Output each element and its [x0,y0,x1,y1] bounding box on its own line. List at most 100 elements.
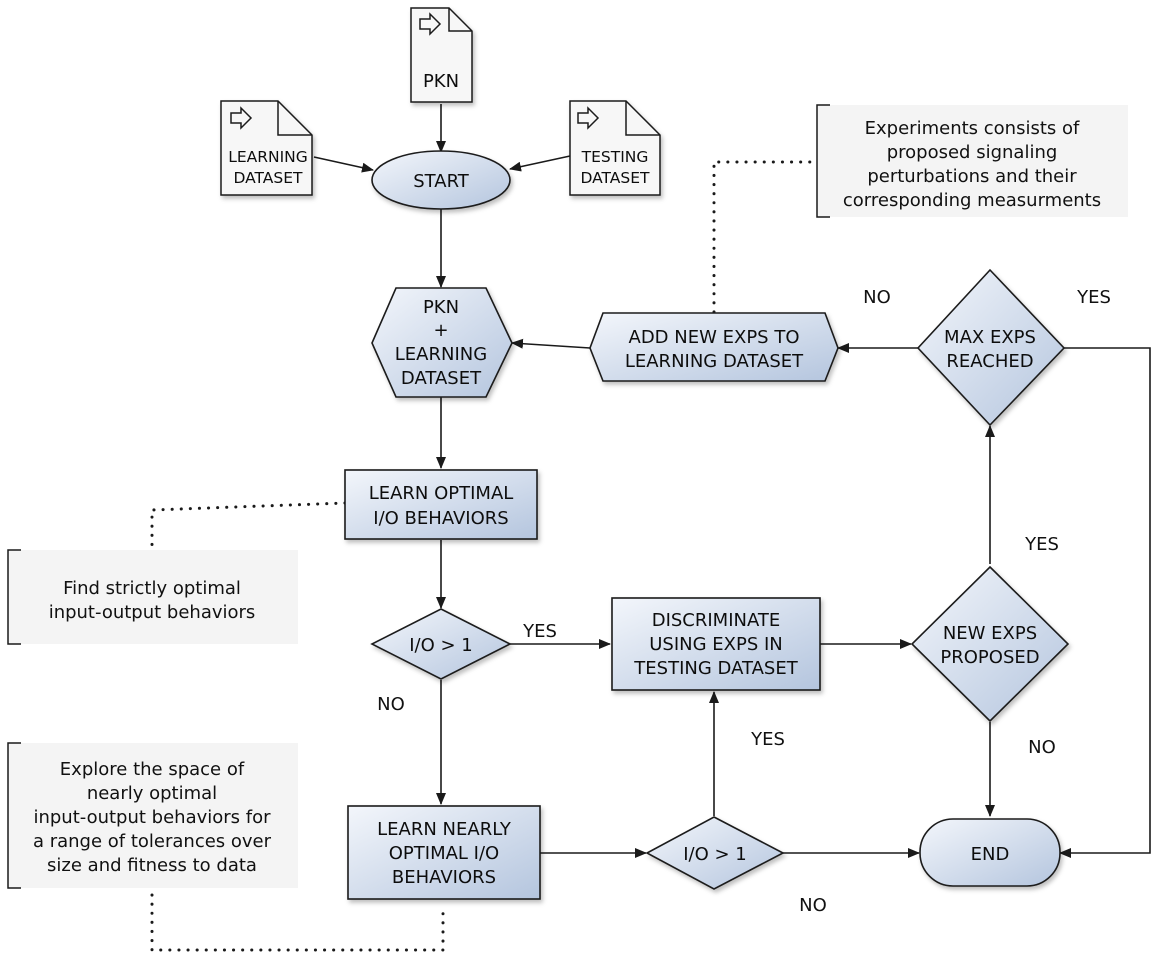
learn-nearly-line1: LEARN NEARLY [377,819,512,840]
edge-testing-to-start [509,155,571,172]
discriminate-line3: TESTING DATASET [633,658,798,679]
svg-text:TESTING DATASET: TESTING DATASET [633,658,798,679]
discriminate-node: DISCRIMINATE USING EXPS IN TESTING DATAS… [611,597,821,691]
pkn-document-label: PKN [423,71,459,92]
svg-text:perturbations and their: perturbations and their [867,166,1077,187]
svg-text:LEARNING: LEARNING [395,344,487,365]
experiments-note-line3: perturbations and their [867,166,1077,187]
svg-text:Find strictly optimal: Find strictly optimal [63,578,241,599]
svg-text:I/O BEHAVIORS: I/O BEHAVIORS [373,508,508,529]
svg-text:PROPOSED: PROPOSED [940,647,1039,668]
learn-optimal-line1: LEARN OPTIMAL [369,483,514,504]
document-arrow-icon [577,106,600,130]
svg-text:MAX EXPS: MAX EXPS [944,327,1036,348]
upper-io-yes-label: YES [522,621,557,642]
pkn-document: PKN [410,7,473,103]
max-exps-line1: MAX EXPS [944,327,1036,348]
new-exps-decision: NEW EXPS PROPOSED [910,565,1070,723]
learn-optimal-node: LEARN OPTIMAL I/O BEHAVIORS [344,469,538,540]
discriminate-line1: DISCRIMINATE [652,610,781,631]
learning-dataset-line2: DATASET [233,169,303,187]
max-exps-yes-label: YES [1076,287,1111,308]
add-exps-line2: LEARNING DATASET [625,351,804,372]
svg-text:+: + [433,320,448,341]
svg-text:ADD NEW EXPS TO: ADD NEW EXPS TO [629,327,800,348]
explore-note-link [150,893,445,952]
learning-dataset-document: LEARNING DATASET [220,100,313,196]
explore-note-line1: Explore the space of [60,759,245,780]
end-node: END [919,818,1061,887]
svg-text:BEHAVIORS: BEHAVIORS [392,867,496,888]
find-optimal-note-line2: input-output behaviors [49,602,256,623]
add-new-exps-node: ADD NEW EXPS TO LEARNING DATASET [589,312,839,382]
end-label: END [971,844,1010,865]
svg-text:input-output behaviors for: input-output behaviors for [33,807,271,828]
svg-text:PKN: PKN [423,297,459,318]
max-exps-line2: REACHED [946,351,1033,372]
svg-text:TESTING: TESTING [581,148,649,166]
pkn-learning-line3: LEARNING [395,344,487,365]
document-arrow-icon [230,106,253,130]
svg-text:proposed signaling: proposed signaling [887,142,1058,163]
max-exps-no-label: NO [863,287,891,308]
svg-text:corresponding measurments: corresponding measurments [843,190,1101,211]
lower-io-decision: I/O > 1 [645,816,785,890]
start-label: START [413,171,470,192]
svg-text:REACHED: REACHED [946,351,1033,372]
experiments-note-line4: corresponding measurments [843,190,1101,211]
svg-text:LEARN OPTIMAL: LEARN OPTIMAL [369,483,514,504]
svg-text:LEARNING: LEARNING [228,148,308,166]
add-exps-line1: ADD NEW EXPS TO [629,327,800,348]
testing-dataset-document: TESTING DATASET [569,100,661,196]
upper-io-no-label: NO [377,694,405,715]
pkn-learning-line2: + [433,320,448,341]
learn-optimal-line2: I/O BEHAVIORS [373,508,508,529]
start-node: START [371,150,511,210]
connectors [313,104,1151,858]
pkn-learning-line1: PKN [423,297,459,318]
svg-text:input-output behaviors: input-output behaviors [49,602,256,623]
svg-text:USING EXPS IN: USING EXPS IN [649,634,783,655]
testing-dataset-line2: DATASET [580,169,650,187]
svg-text:LEARNING DATASET: LEARNING DATASET [625,351,804,372]
experiments-note-line1: Experiments consists of [865,118,1080,139]
svg-text:a range of tolerances over: a range of tolerances over [33,831,272,852]
discriminate-line2: USING EXPS IN [649,634,783,655]
pkn-learning-line4: DATASET [401,368,482,389]
lower-io-label: I/O > 1 [683,844,747,865]
max-exps-decision: MAX EXPS REACHED [916,268,1066,427]
upper-io-decision: I/O > 1 [370,608,512,680]
learn-nearly-line3: BEHAVIORS [392,867,496,888]
edge-add-exps-to-pkn-learning [511,338,591,349]
svg-text:nearly optimal: nearly optimal [87,783,217,804]
experiments-note-line2: proposed signaling [887,142,1058,163]
svg-text:size and fitness to data: size and fitness to data [47,855,257,876]
svg-text:DATASET: DATASET [233,169,303,187]
new-exps-line2: PROPOSED [940,647,1039,668]
new-exps-yes-label: YES [1024,534,1059,555]
learn-nearly-line2: OPTIMAL I/O [389,843,499,864]
lower-io-no-label: NO [799,895,827,916]
svg-text:DATASET: DATASET [580,169,650,187]
svg-text:DATASET: DATASET [401,368,482,389]
new-exps-line1: NEW EXPS [943,623,1037,644]
testing-dataset-line1: TESTING [581,148,649,166]
svg-text:Experiments consists of: Experiments consists of [865,118,1080,139]
svg-text:NEW EXPS: NEW EXPS [943,623,1037,644]
learning-dataset-line1: LEARNING [228,148,308,166]
learn-nearly-node: LEARN NEARLY OPTIMAL I/O BEHAVIORS [347,805,541,900]
lower-io-yes-label: YES [750,729,785,750]
explore-note-line4: a range of tolerances over [33,831,272,852]
document-arrow-icon [419,12,442,36]
svg-text:DISCRIMINATE: DISCRIMINATE [652,610,781,631]
edge-learning-to-start [313,156,374,173]
annotation-links [150,160,812,952]
find-optimal-note-link [150,501,347,547]
pkn-learning-node: PKN + LEARNING DATASET [371,287,513,398]
explore-note: Explore the space of nearly optimal inpu… [7,742,298,889]
explore-note-line5: size and fitness to data [47,855,257,876]
experiments-note-link [712,160,812,314]
upper-io-label: I/O > 1 [409,635,473,656]
experiments-note: Experiments consists of proposed signali… [816,104,1128,218]
